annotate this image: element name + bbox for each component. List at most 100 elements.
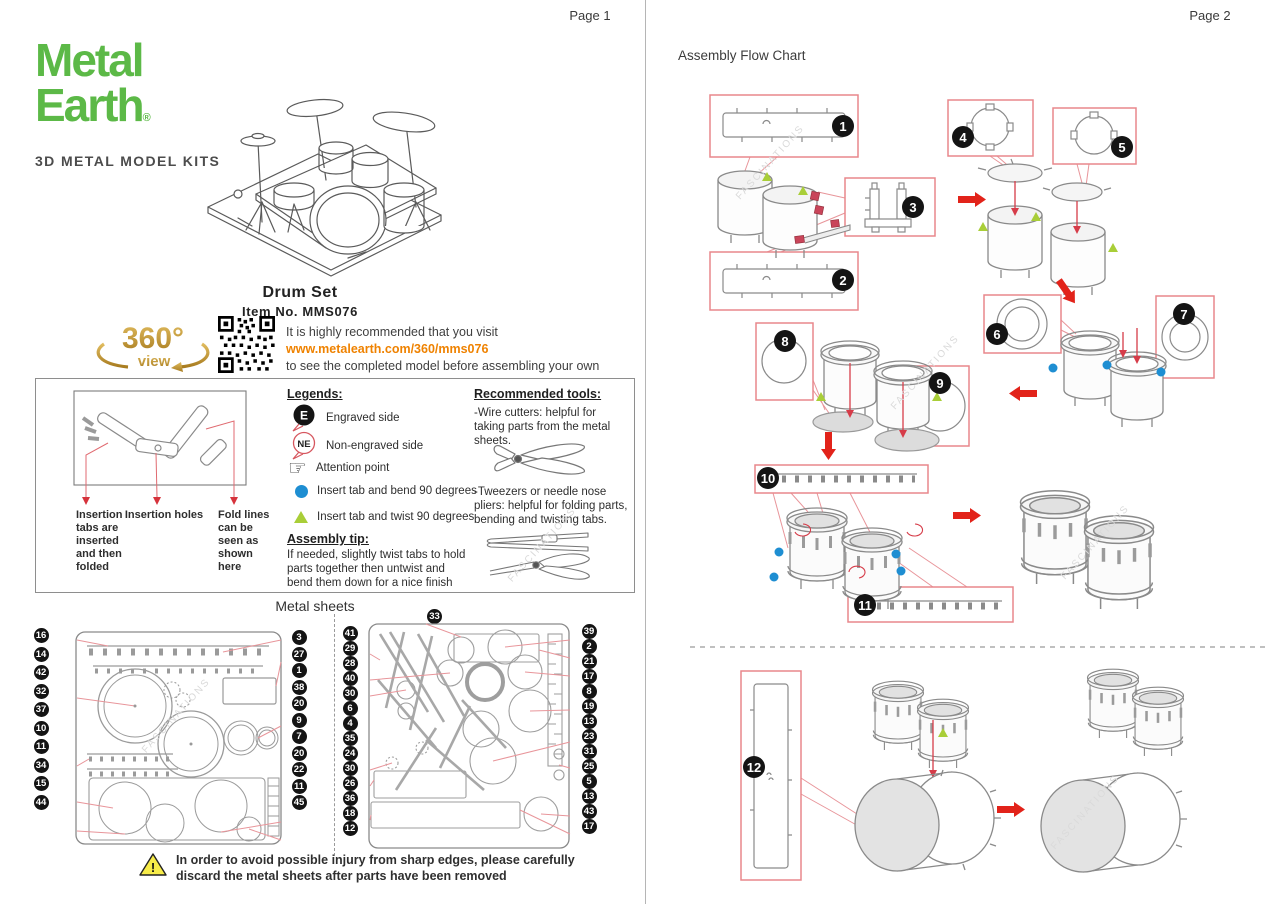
part-number-badge: 38 [291, 679, 307, 695]
part-number-badge: 36 [342, 791, 358, 806]
part-number-badge: 28 [342, 656, 358, 671]
legend-attention-row: ☞ Attention point [288, 457, 389, 479]
step-badge: 10 [757, 467, 779, 489]
legend-twist-row: Insert tab and twist 90 degrees [294, 510, 474, 524]
part-number-badge: 6 [342, 701, 358, 716]
part-number-badge: 29 [342, 641, 358, 656]
part-number-badge: 34 [33, 757, 49, 773]
metal-sheet-2 [368, 623, 571, 849]
part-number-badge: 13 [581, 714, 597, 729]
part-number-badge: 23 [581, 729, 597, 744]
insertion-diagram [73, 390, 247, 505]
bend-label: Insert tab and bend 90 degrees [317, 485, 477, 497]
assembly-flow-chart: FASCINATIONS FASCINATIONS FASCINATIONS F… [690, 94, 1270, 881]
part-number-badge: 19 [581, 699, 597, 714]
part-number-badge: 41 [342, 626, 358, 641]
engraved-badge-icon: E [292, 404, 315, 432]
logo-word2: Earth [35, 79, 145, 131]
part-number-badge: 39 [581, 624, 597, 639]
page1-label: Page 1 [569, 8, 611, 23]
part-number-badge: 12 [342, 821, 358, 836]
note-url[interactable]: www.metalearth.com/360/mms076 [286, 342, 489, 356]
metal-earth-logo: Metal Earth® 3D METAL MODEL KITS [35, 37, 220, 169]
view360-note: It is highly recommended that you visit … [286, 324, 616, 375]
non-engraved-label: Non-engraved side [326, 439, 424, 452]
tweezers-pliers-illustration [486, 532, 590, 580]
part-number-badge: 27 [291, 646, 307, 662]
warning-text: In order to avoid possible injury from s… [176, 852, 616, 884]
part-number-badge: 44 [33, 794, 49, 810]
step-badge: 2 [832, 269, 854, 291]
legend-bend-row: Insert tab and bend 90 degrees [295, 484, 477, 498]
sheet1-right-badges: 3 27 1 38 20 9 7 20 22 11 45 [291, 630, 307, 810]
part-number-badge: 26 [342, 776, 358, 791]
sheet-separator [334, 614, 335, 856]
legend-engraved-row: E Engraved side [291, 403, 400, 432]
assembly-flow-chart-heading: Assembly Flow Chart [678, 48, 806, 63]
step-badge: 9 [929, 372, 951, 394]
part-number-badge: 31 [581, 744, 597, 759]
qr-code [218, 316, 275, 373]
part-number-badge: 37 [33, 702, 49, 718]
view-text: view [138, 353, 171, 370]
part-number-badge: 20 [291, 696, 307, 711]
warning-triangle-icon: ! [139, 853, 167, 876]
logo-word1: Metal [35, 34, 145, 86]
part-number-badge: 45 [291, 795, 307, 810]
metal-sheets-heading: Metal sheets [275, 598, 355, 614]
part-number-badge: 18 [342, 806, 358, 821]
step-badge: 12 [743, 756, 765, 778]
step-badge: 4 [952, 126, 974, 148]
note-line1: It is highly recommended that you visit [286, 325, 498, 339]
part-number-badge: 15 [33, 776, 49, 792]
part-number-badge: 1 [291, 663, 307, 678]
part-number-badge: 4 [342, 716, 358, 731]
callout-insertion-holes: Insertion holes [124, 509, 204, 521]
step-badge: 1 [832, 115, 854, 137]
drum-set-illustration [207, 98, 442, 277]
registered-mark: ® [142, 112, 151, 124]
part-number-badge: 11 [33, 739, 49, 755]
part-number-badge: 17 [581, 669, 597, 684]
part-number-badge: 2 [581, 639, 597, 654]
360-swoosh [96, 342, 210, 369]
sheet2-left-badges: 41 29 28 40 30 6 4 35 24 30 26 36 18 12 [342, 626, 358, 836]
part-number-badge: 11 [291, 778, 307, 794]
callout-fold-lines: Fold lines can be seen as shown here [218, 509, 270, 573]
part-number-badge: 25 [581, 759, 597, 774]
step-badge: 7 [1173, 303, 1195, 325]
part-number-badge: 22 [291, 762, 307, 777]
legends-heading: Legends: [287, 387, 343, 401]
part-number-badge: 40 [342, 671, 358, 686]
step-badge: 8 [774, 330, 796, 352]
part-number-badge: 14 [33, 646, 49, 662]
part-number-badge: 10 [33, 720, 49, 736]
part-number-badge: 32 [33, 683, 49, 699]
pointing-hand-icon: ☞ [288, 456, 307, 480]
part-number-badge: 30 [342, 686, 358, 701]
warning-line1: In order to avoid possible injury from s… [176, 853, 575, 867]
callout-insertion-tabs: Insertion tabs are inserted and then fol… [76, 509, 123, 573]
part-number-badge: 5 [581, 774, 597, 789]
part-number-badge: 24 [342, 746, 358, 761]
note-line2: to see the completed model before assemb… [286, 359, 600, 373]
tool-wire-cutters-text: -Wire cutters: helpful for taking parts … [474, 407, 611, 447]
part-number-badge: 20 [291, 745, 307, 761]
part-number-badge: 16 [33, 628, 49, 643]
non-engraved-badge-icon: NE [292, 431, 316, 460]
part-number-badge: 7 [291, 729, 307, 744]
engraved-label: Engraved side [326, 411, 400, 424]
part-number-badge: 8 [581, 684, 597, 699]
part-number-badge: 35 [342, 731, 358, 746]
attention-label: Attention point [315, 462, 390, 474]
green-triangle-icon [294, 511, 308, 523]
step-badge: 11 [854, 594, 876, 616]
svg-text:NE: NE [297, 439, 310, 450]
360-text: 360° [122, 322, 184, 355]
legend-non-engraved-row: NE Non-engraved side [291, 431, 423, 460]
part-number-badge: 33 [427, 609, 442, 624]
sheet2-right-badges: 39 2 21 17 8 19 13 23 31 25 5 13 43 17 [581, 624, 597, 834]
step-badge: 5 [1111, 136, 1133, 158]
tool-tweezers-text: -Tweezers or needle nose pliers: helpful… [474, 486, 628, 526]
